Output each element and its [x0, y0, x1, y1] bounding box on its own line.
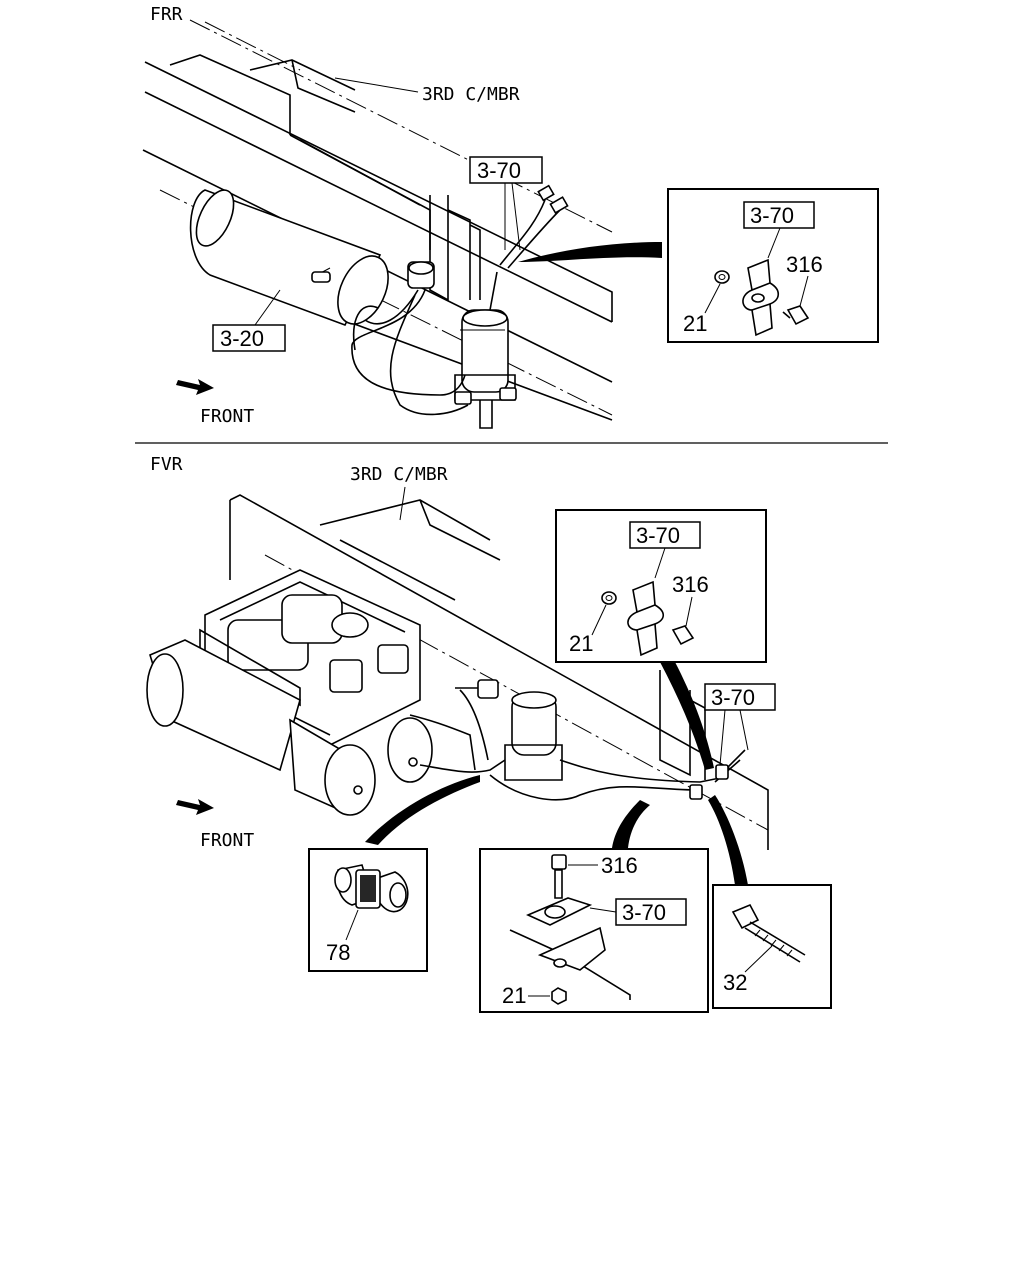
frr-ref-tank: 3-20 [220, 326, 264, 351]
fvr-detail-tie-part-32: 32 [723, 970, 747, 995]
frr-frame [142, 19, 613, 421]
frr-air-tank [189, 189, 389, 326]
fvr-callout-pointer-tie [708, 795, 748, 885]
fvr-pipes [409, 687, 746, 801]
frr-section: FRR [142, 4, 879, 429]
fvr-front-arrow-icon [176, 799, 214, 815]
frr-ref-main: 3-70 [477, 158, 521, 183]
frr-detail-part-316: 316 [786, 252, 823, 277]
fvr-callout-pointer-clip [365, 775, 480, 845]
frr-pipes [351, 184, 569, 416]
frr-callout-pointer [518, 242, 662, 262]
frr-detail-part-21: 21 [683, 311, 707, 336]
fvr-callout-pointer-bracket [612, 800, 650, 848]
frr-front-label: FRONT [200, 406, 254, 427]
fvr-frame [229, 494, 769, 850]
fvr-detail-bracket-box: 316 3-70 21 [479, 848, 709, 1013]
frr-dryer-unit [407, 261, 516, 429]
fvr-detail-tie-box: 32 [712, 884, 832, 1009]
fvr-callout-pointer-clamp [660, 662, 714, 770]
frr-model-label: FRR [150, 4, 183, 25]
frr-front-arrow-icon [176, 379, 214, 395]
fvr-detail-bracket-part-21: 21 [502, 983, 526, 1008]
fvr-detail-bracket-ref: 3-70 [622, 900, 666, 925]
fvr-detail-clip-box: 78 [308, 848, 428, 972]
fvr-front-label: FRONT [200, 830, 254, 851]
fvr-dryer-unit [477, 679, 563, 781]
fvr-detail-clamp-part-21: 21 [569, 631, 593, 656]
fvr-detail-clamp-ref: 3-70 [636, 523, 680, 548]
fvr-detail-clip-part-78: 78 [326, 940, 350, 965]
frr-detail-ref: 3-70 [750, 203, 794, 228]
fvr-model-label: FVR [150, 454, 183, 475]
frr-member-label: 3RD C/MBR [422, 84, 520, 105]
fvr-air-tanks [146, 639, 433, 816]
fvr-section: FVR 3RD C/MBR [146, 454, 832, 1013]
fvr-member-label: 3RD C/MBR [350, 464, 448, 485]
fvr-ref-main: 3-70 [711, 685, 755, 710]
frr-detail-box: 3-70 316 21 [667, 188, 879, 343]
fvr-detail-clamp-box: 3-70 316 21 [555, 509, 767, 663]
fvr-detail-bracket-part-316: 316 [601, 853, 638, 878]
fvr-detail-clamp-part-316: 316 [672, 572, 709, 597]
